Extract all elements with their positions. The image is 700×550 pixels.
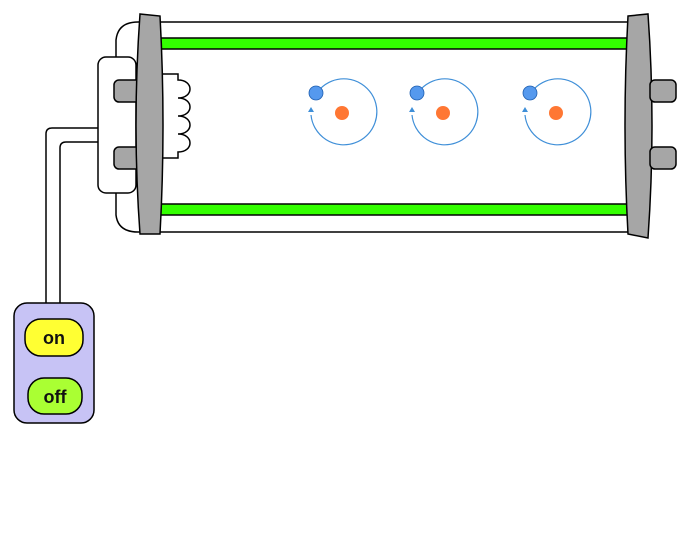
mercury-atom (308, 78, 378, 146)
off-button[interactable]: off (27, 377, 83, 415)
electron (522, 85, 538, 101)
nucleus (436, 106, 450, 120)
mercury-atom (409, 78, 479, 146)
on-button-label: on (43, 328, 65, 348)
right-pin-top (649, 79, 677, 103)
cathode-filament (163, 73, 191, 159)
electron (308, 85, 324, 101)
electron (409, 85, 425, 101)
right-end-cap (624, 13, 653, 239)
on-button-shape[interactable] (24, 318, 84, 357)
orbit-arrow-icon (522, 107, 528, 112)
phosphor-coating-bottom (157, 203, 629, 216)
power-cord (45, 127, 98, 303)
phosphor-coating-top (157, 37, 629, 50)
electron-orbit (310, 78, 378, 146)
nucleus (549, 106, 563, 120)
tube-body (140, 23, 628, 231)
orbit-arrow-icon (409, 107, 415, 112)
off-button-label: off (44, 387, 68, 407)
nucleus (335, 106, 349, 120)
connector-housing (97, 56, 137, 194)
tube-glass-outline (138, 21, 628, 233)
electron-orbit (524, 78, 592, 146)
on-button[interactable]: on (24, 318, 84, 357)
off-button-shape[interactable] (27, 377, 83, 415)
left-end-cap (135, 13, 164, 235)
electron-orbit (411, 78, 479, 146)
orbit-arrow-icon (308, 107, 314, 112)
mercury-atom (522, 78, 592, 146)
mercury-atoms (308, 78, 592, 146)
right-pin-bottom (649, 146, 677, 170)
